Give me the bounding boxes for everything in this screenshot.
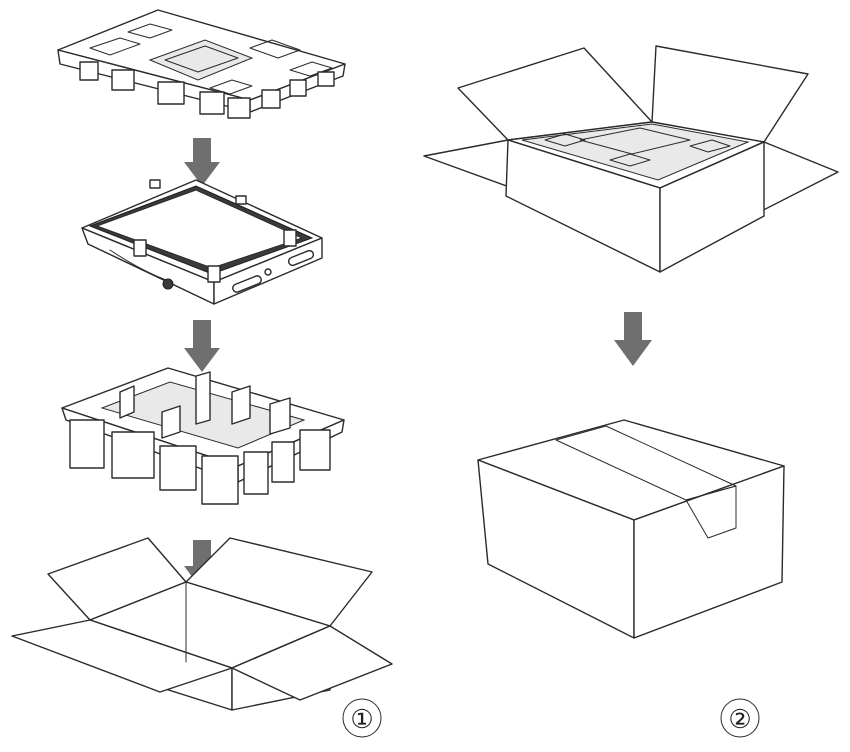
top-pulp-tray	[57, 9, 346, 119]
open-carton-step1	[11, 537, 393, 711]
step-marker-2-label: ②	[728, 704, 751, 734]
step-marker-1: ①	[342, 698, 382, 738]
step-marker-2: ②	[720, 698, 760, 738]
step-marker-1-label: ①	[350, 704, 373, 734]
bottom-pulp-tray	[61, 367, 345, 505]
closed-taped-carton	[477, 419, 785, 639]
open-carton-with-tray	[423, 45, 839, 273]
down-arrow-icon	[614, 312, 652, 366]
down-arrow-icon	[184, 320, 220, 372]
down-arrow-icon	[184, 138, 220, 186]
flood-light-fixture	[81, 179, 323, 305]
